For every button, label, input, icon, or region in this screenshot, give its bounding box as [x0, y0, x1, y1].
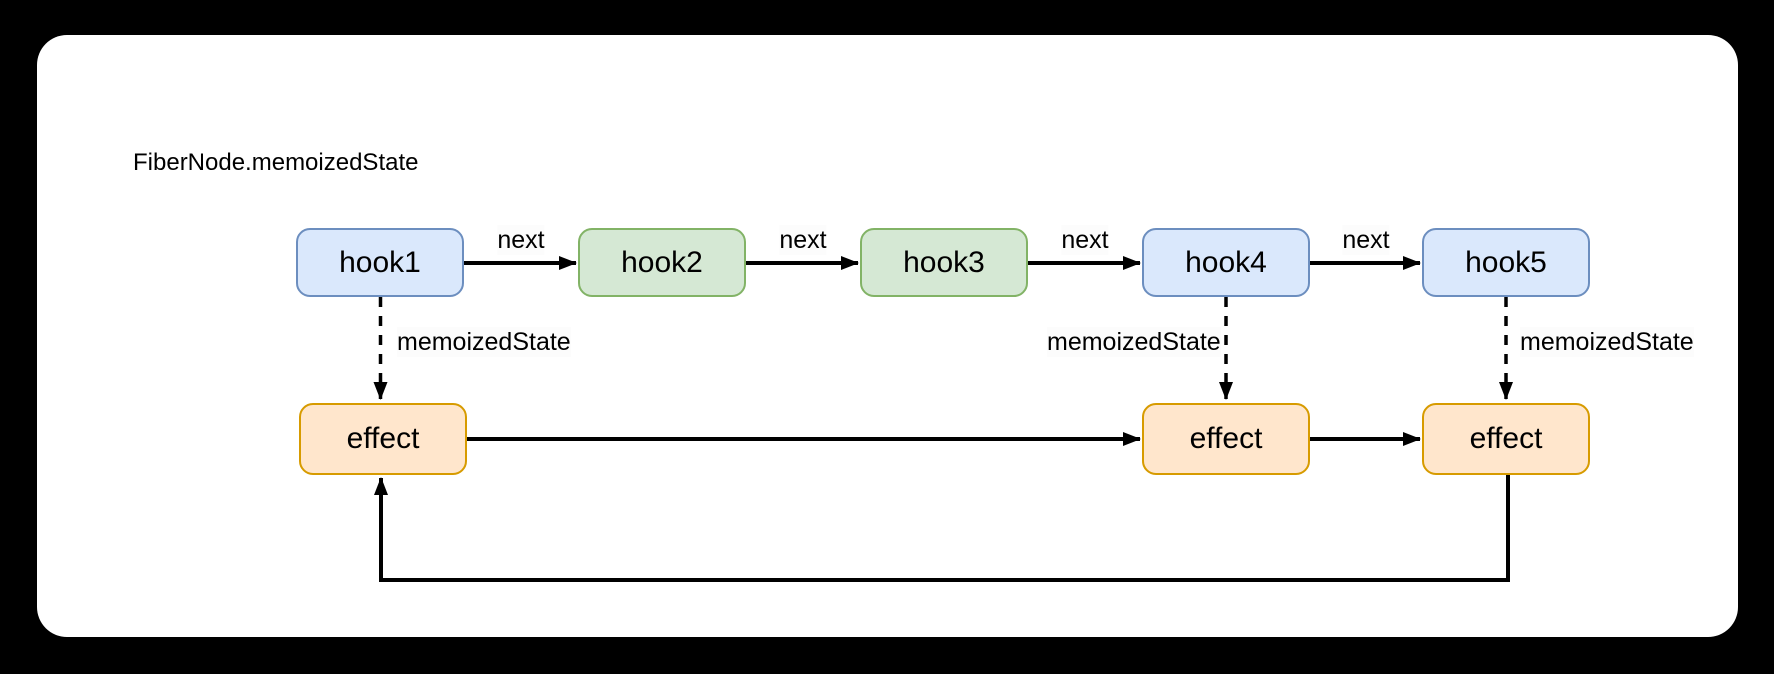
hook2-label: hook2 — [621, 245, 703, 279]
hook5-node: hook5 — [1422, 228, 1590, 297]
next-edge-label-1: next — [497, 225, 545, 255]
effect1-node: effect — [299, 403, 467, 475]
hook4-node: hook4 — [1142, 228, 1310, 297]
diagram-canvas: FiberNode.memoizedState — [37, 35, 1738, 637]
memoizedstate-edge-label-3: memoizedState — [1520, 327, 1694, 357]
diagram-title: FiberNode.memoizedState — [133, 149, 419, 176]
hook1-node: hook1 — [296, 228, 464, 297]
memoizedstate-edge-label-1: memoizedState — [397, 327, 571, 357]
hook2-node: hook2 — [578, 228, 746, 297]
hook4-label: hook4 — [1185, 245, 1267, 279]
effect1-label: effect — [346, 422, 420, 455]
next-edge-label-4: next — [1342, 225, 1390, 255]
loop-arrow-effect3-effect1 — [374, 475, 1510, 582]
edges-layer — [373, 256, 1513, 582]
effect3-node: effect — [1422, 403, 1590, 475]
hook1-label: hook1 — [339, 245, 421, 279]
effect2-node: effect — [1142, 403, 1310, 475]
effect2-label: effect — [1189, 422, 1263, 455]
next-edge-label-3: next — [1061, 225, 1109, 255]
hook3-node: hook3 — [860, 228, 1028, 297]
next-edge-label-2: next — [779, 225, 827, 255]
hook5-label: hook5 — [1465, 245, 1547, 279]
hook3-label: hook3 — [903, 245, 985, 279]
memoizedstate-edge-label-2: memoizedState — [1047, 327, 1221, 357]
effect3-label: effect — [1469, 422, 1543, 455]
